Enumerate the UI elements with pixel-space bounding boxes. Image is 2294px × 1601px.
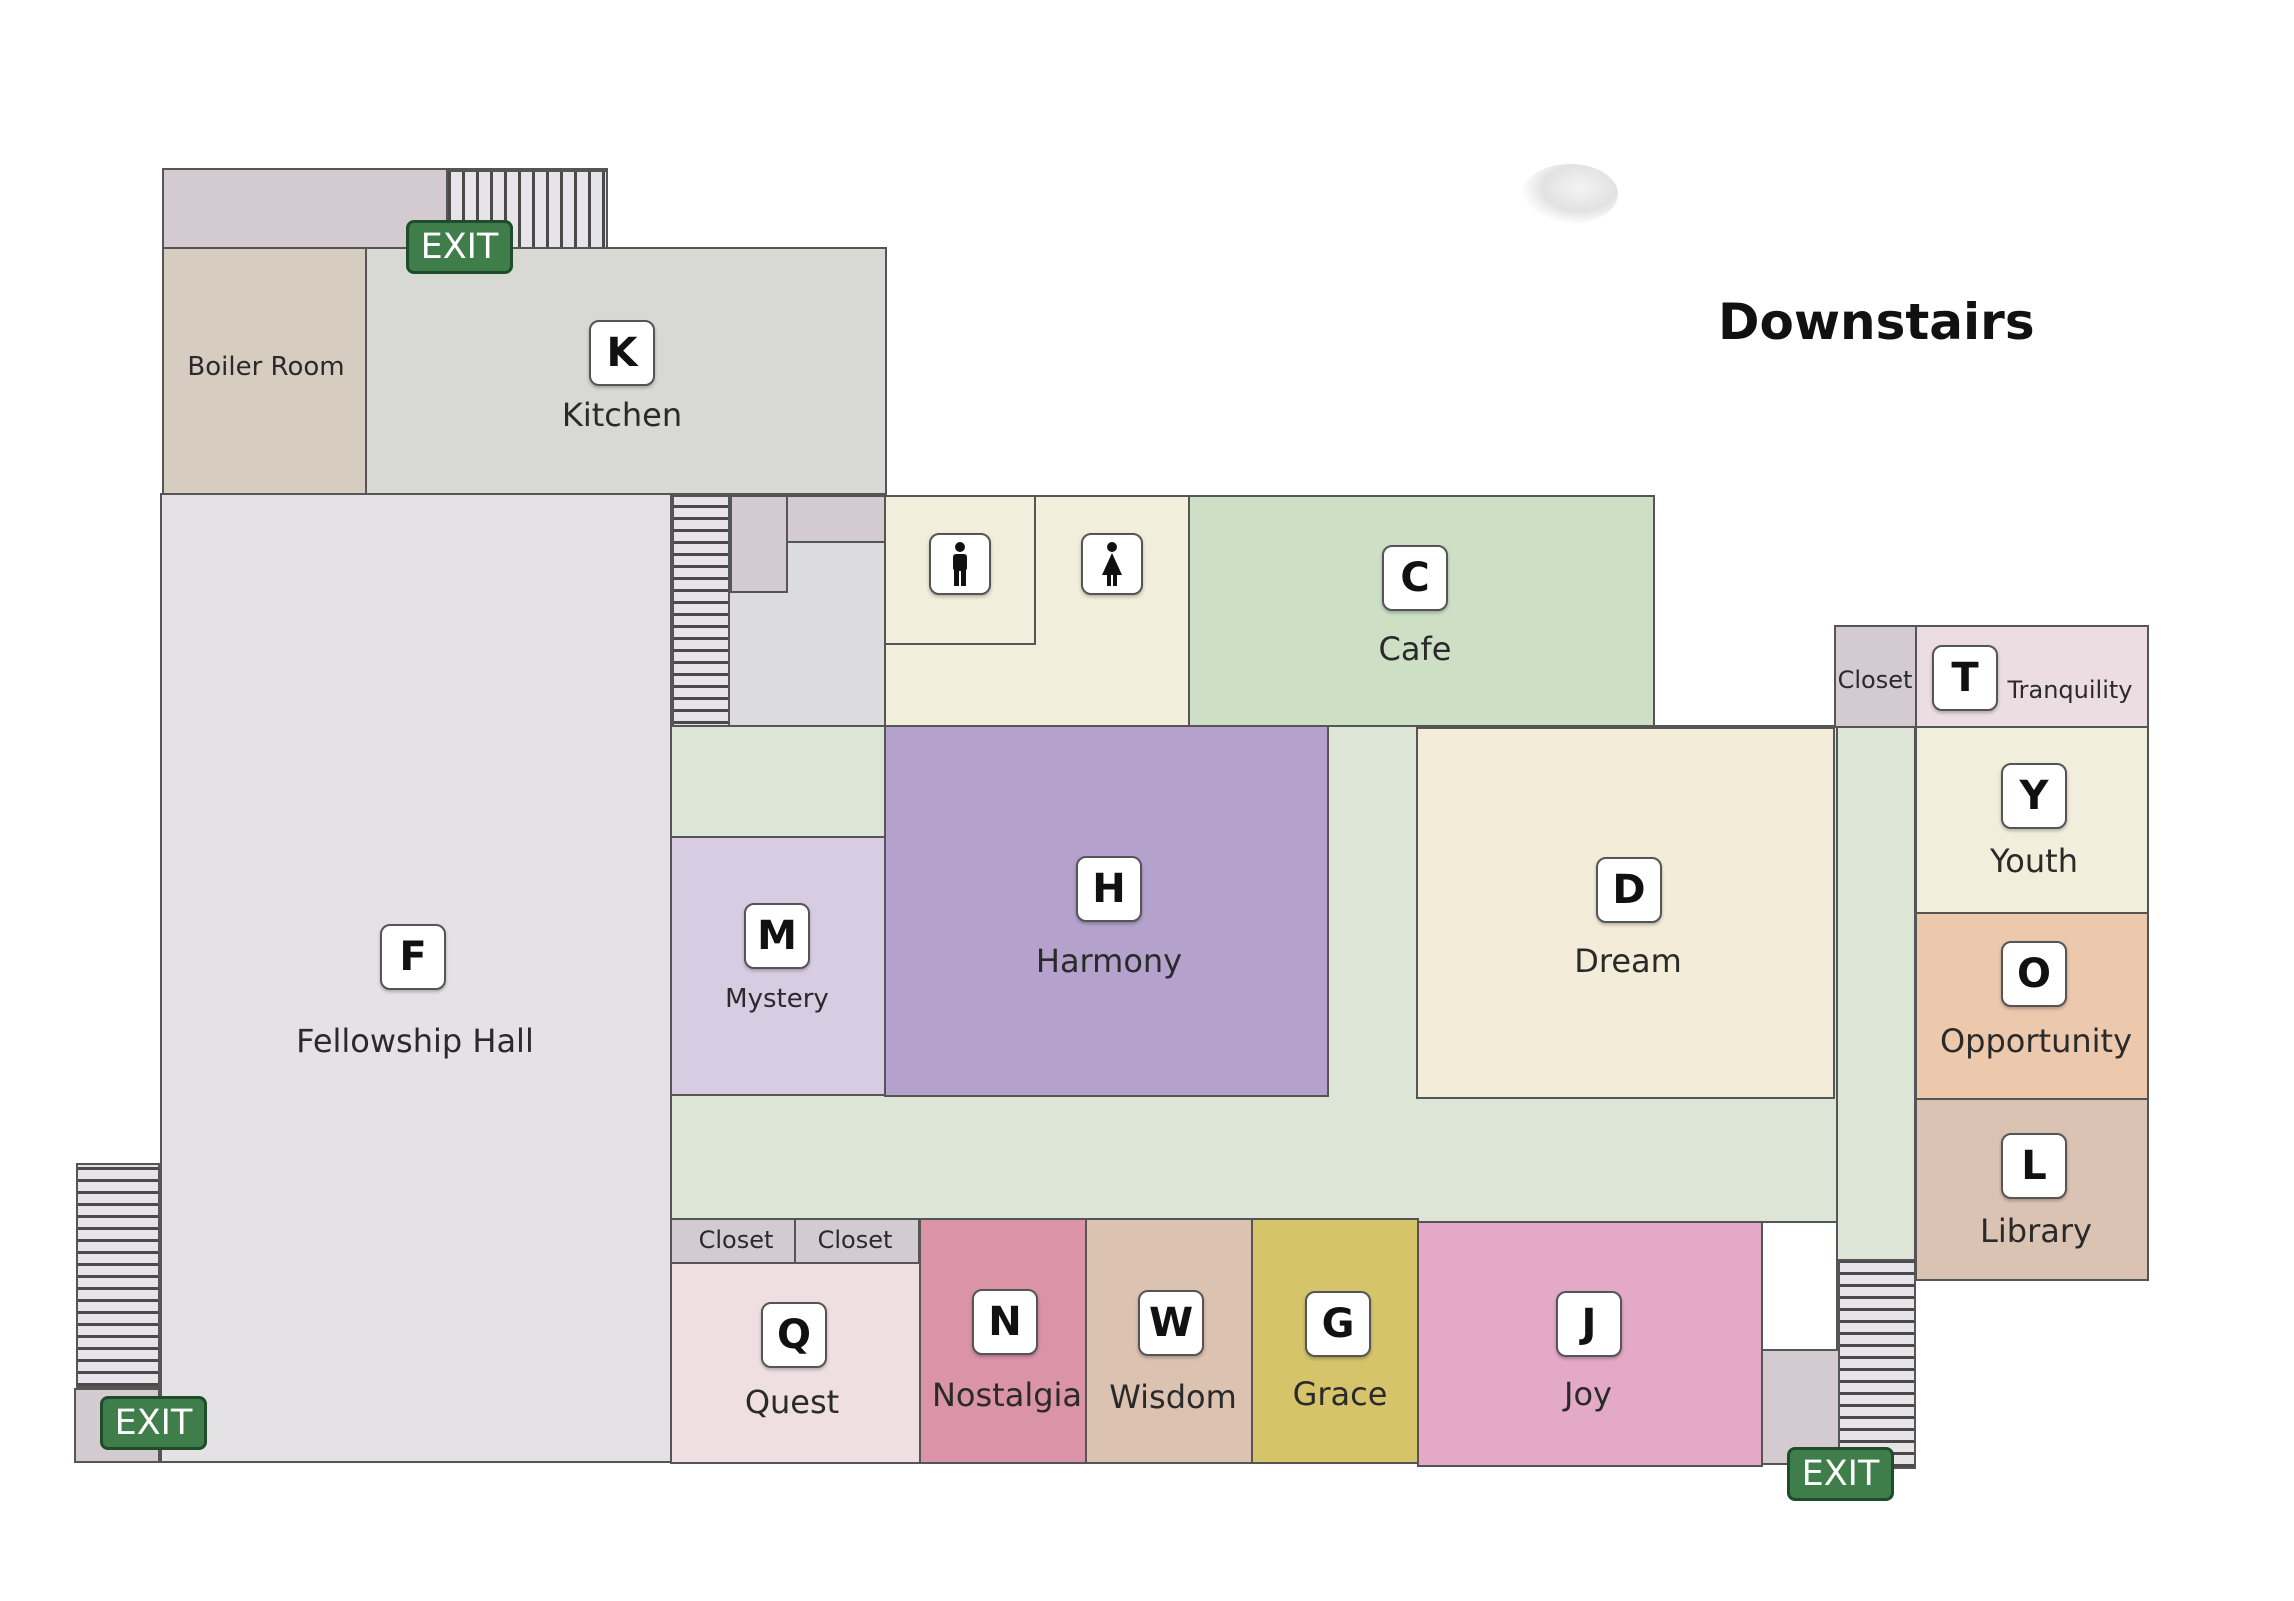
- room-opportunity-badge: O: [2001, 941, 2067, 1007]
- mens-restroom-icon: [929, 533, 991, 595]
- room-grace-label: Grace: [1292, 1375, 1388, 1413]
- closet-bottom-2[interactable]: [794, 1218, 920, 1264]
- room-harmony-label: Harmony: [1035, 942, 1183, 980]
- room-joy-label: Joy: [1564, 1375, 1612, 1413]
- closet-east-label: Closet: [1837, 666, 1913, 694]
- room-fellowship-badge: F: [380, 924, 446, 990]
- room-nostalgia-badge: N: [972, 1289, 1038, 1355]
- room-harmony-badge: H: [1076, 856, 1142, 922]
- room-wisdom-label: Wisdom: [1109, 1378, 1237, 1416]
- room-grace-badge: G: [1305, 1291, 1371, 1357]
- corridor-east: [1836, 725, 1916, 1350]
- room-boiler-label: Boiler Room: [187, 352, 345, 382]
- stairs-bottom-right[interactable]: [1838, 1259, 1916, 1469]
- page-title: Downstairs: [1718, 293, 2035, 351]
- room-joy-badge: J: [1556, 1291, 1622, 1357]
- exit-sign-bottom-left[interactable]: EXIT: [100, 1396, 207, 1450]
- room-kitchen-badge: K: [589, 320, 655, 386]
- room-dream-label: Dream: [1574, 942, 1682, 980]
- room-tranquility-badge: T: [1932, 645, 1998, 711]
- room-dream-badge: D: [1596, 857, 1662, 923]
- room-library-badge: L: [2001, 1133, 2067, 1199]
- room-cafe[interactable]: [1188, 495, 1655, 727]
- room-nostalgia-label: Nostalgia: [931, 1376, 1083, 1414]
- stairs-bottom-left[interactable]: [76, 1163, 160, 1388]
- room-youth-label: Youth: [1990, 842, 2078, 880]
- womens-restroom-icon: [1081, 533, 1143, 595]
- room-library-label: Library: [1980, 1212, 2092, 1250]
- room-kitchen-label: Kitchen: [561, 396, 683, 434]
- exit-sign-bottom-right[interactable]: EXIT: [1787, 1447, 1894, 1501]
- room-tranquility-label: Tranquility: [2007, 676, 2133, 704]
- room-youth-badge: Y: [2001, 763, 2067, 829]
- room-cafe-badge: C: [1382, 545, 1448, 611]
- stair-landing-upper: [786, 495, 886, 543]
- closet-east[interactable]: [1834, 625, 1917, 728]
- room-cafe-label: Cafe: [1378, 630, 1452, 668]
- pushpin-mark: [1522, 164, 1618, 224]
- room-nostalgia[interactable]: [919, 1218, 1087, 1464]
- room-mystery-badge: M: [744, 903, 810, 969]
- room-wisdom-badge: W: [1138, 1290, 1204, 1356]
- stairs-center[interactable]: [672, 495, 730, 750]
- closet-bottom-1-label: Closet: [698, 1226, 774, 1254]
- stair-landing-center: [730, 495, 788, 593]
- room-quest-badge: Q: [761, 1302, 827, 1368]
- exit-sign-top[interactable]: EXIT: [406, 220, 513, 274]
- closet-bottom-2-label: Closet: [817, 1226, 893, 1254]
- room-fellowship-label: Fellowship Hall: [296, 1022, 534, 1060]
- room-mystery-label: Mystery: [725, 984, 829, 1014]
- room-opportunity-label: Opportunity: [1939, 1022, 2133, 1060]
- room-quest-label: Quest: [744, 1383, 840, 1421]
